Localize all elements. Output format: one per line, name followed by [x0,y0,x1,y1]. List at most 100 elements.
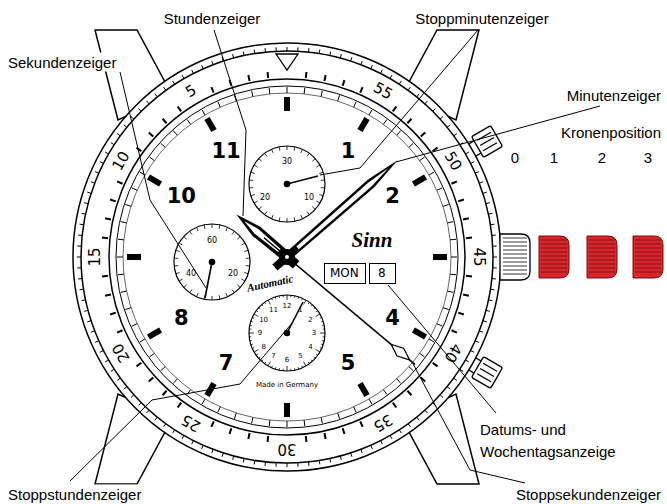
date-text: 8 [378,267,386,279]
crown-knurl [503,254,527,255]
minute-tick [409,367,413,371]
subdial-tick [254,165,257,167]
subdial-tick [312,159,315,162]
bezel-tick [248,75,249,81]
subdial-tick [251,172,255,173]
subdial-tick [301,215,303,219]
subdial-tick [256,311,258,312]
minute-tick [383,119,387,124]
minute-tick [443,204,449,206]
subdial-tick [249,329,251,330]
subdial-tick [259,159,262,162]
subdial-tick [262,360,263,361]
subdial-tick [271,366,273,368]
crown [500,234,530,280]
crown-knurl [503,262,527,263]
hour-marker [357,382,369,397]
subdial-tick [308,302,309,304]
dial [123,93,451,421]
crown-position-knurl [589,252,615,253]
subdial-tick [262,305,263,306]
crown-position-knurl [635,268,661,269]
subdial-tick [246,265,250,266]
subdial-tick [316,314,320,317]
bezel-ring [81,51,493,463]
subdial [174,224,250,300]
subdial-tick [321,321,323,323]
minute-tick [252,417,253,423]
minute-tick [383,390,387,395]
hour-numeral: 1 [341,139,356,163]
minute-tick [161,367,165,371]
leader-line [70,30,600,483]
bezel-tick [105,294,111,295]
bezel-tick [343,80,345,86]
minute-tick [287,421,288,427]
bezel-tick [463,294,469,295]
subdial-tick [251,344,253,346]
subdial-tick [174,146,325,371]
subdial-tick [320,333,325,334]
hour-marker [204,117,216,132]
bezel-tick [305,72,308,78]
crown-position-number: 2 [596,148,608,167]
subdial-tick [316,354,318,355]
bezel-tick [163,391,167,395]
subdial-hand [287,176,318,184]
minute-tick [447,291,453,292]
date-text: MON [330,267,359,279]
subdial-tick [287,146,288,150]
subdial-tick [319,195,323,196]
bezel-tick [267,436,270,442]
bezel-tick [105,218,111,219]
subdial-tick [287,295,288,300]
subdial-tick [320,347,322,349]
crown-knurl [503,270,527,271]
crown-knurl [503,250,527,251]
bezel-tick [393,403,397,408]
minute-tick [118,239,124,241]
brand-logo: Sinn [352,228,393,253]
minute-tick [287,87,288,93]
subdial-tick [314,357,315,358]
subdial-tick [298,297,300,299]
subdial-number: 4 [308,343,312,351]
bezel-tick [421,133,425,137]
minute-tick [234,413,236,419]
watch-hand [261,234,418,368]
subdial-tick [304,362,307,366]
bezel-tick [393,107,397,112]
subdial-tick [304,300,307,304]
crown-knurl [503,246,527,247]
crown-position-knurl [541,240,661,272]
minute-tick [161,143,165,147]
subdial-tick [249,187,253,188]
hour-numeral: 2 [385,184,400,208]
minute-tick [173,379,177,383]
subdial-tick [259,308,260,309]
subdial [174,146,325,371]
subdial-tick [184,237,187,240]
subdial-tick [190,290,192,293]
minute-tick [420,157,425,161]
callout-label: Kronenposition [559,123,663,142]
subdial-number: 8 [261,343,265,351]
subdial-number: 11 [269,306,278,314]
bezel-tick [102,275,108,278]
subdial-tick [316,165,319,167]
bezel-tick [360,421,362,426]
subdial-tick [279,147,281,151]
subdial-tick [294,368,295,370]
leader-line [214,30,246,216]
minute-tick [447,222,453,223]
watch-hand [264,238,415,365]
subdial-tick [179,279,182,281]
subdial-tick [251,195,255,196]
subdial-tick [323,329,325,330]
subdial-tick [249,180,253,181]
bezel-tick [433,363,438,367]
crown-position-knurl [635,260,661,261]
subdial-tick [275,367,277,369]
minute-tick [218,407,220,412]
